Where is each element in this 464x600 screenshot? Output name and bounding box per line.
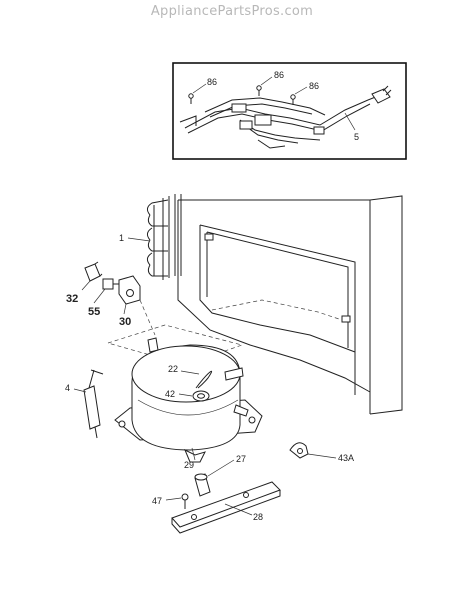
screw-icon: 47 <box>152 493 189 509</box>
mounting-bracket: 28 <box>171 481 281 534</box>
label-28: 28 <box>253 512 263 522</box>
cabinet-outline <box>177 195 403 415</box>
label-43a: 43A <box>338 453 354 463</box>
wiring-harness-inset: 86 86 86 5 <box>172 62 407 160</box>
label-1: 1 <box>119 233 124 243</box>
grommet: 27 <box>194 454 246 497</box>
label-42: 42 <box>165 389 175 399</box>
label-22: 22 <box>168 364 178 374</box>
label-30: 30 <box>119 316 131 328</box>
label-5: 5 <box>354 132 359 142</box>
clamp: 43A <box>289 442 354 463</box>
label-86b: 86 <box>274 70 284 80</box>
screw-icon <box>290 94 296 105</box>
screw-icon <box>188 93 194 104</box>
filter-drier: 4 <box>65 369 104 439</box>
screw-icon <box>256 85 262 96</box>
label-86c: 86 <box>309 81 319 91</box>
label-32: 32 <box>66 293 78 305</box>
label-29: 29 <box>184 460 194 470</box>
condenser-coil: 1 <box>119 194 182 280</box>
watermark: AppliancePartsPros.com <box>150 4 314 19</box>
label-4: 4 <box>65 383 70 393</box>
label-86a: 86 <box>207 77 217 87</box>
label-27: 27 <box>236 454 246 464</box>
relay-assembly: 32 55 30 <box>66 261 141 328</box>
label-55: 55 <box>88 306 100 318</box>
label-47: 47 <box>152 496 162 506</box>
compressor: 22 42 29 <box>114 337 263 470</box>
